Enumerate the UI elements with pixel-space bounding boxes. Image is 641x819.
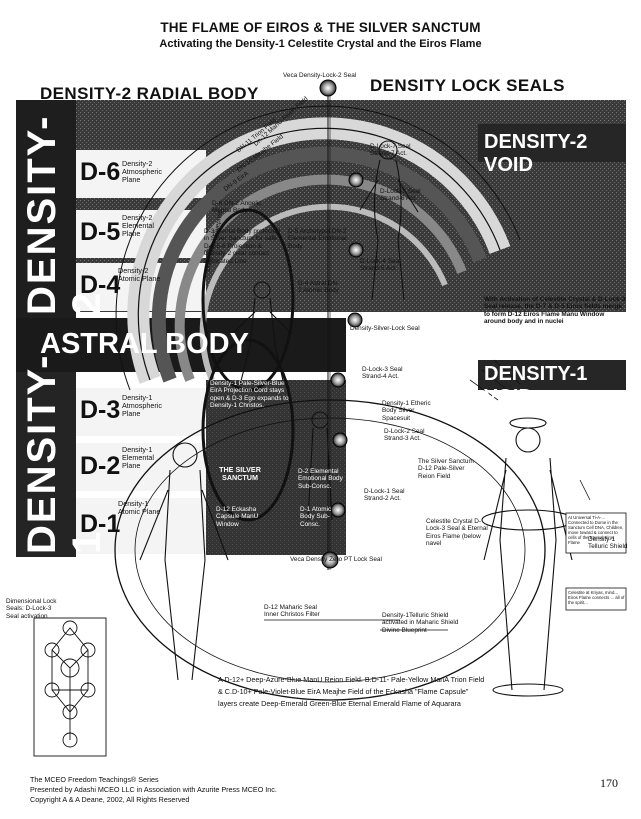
heading-d1-void: DENSITY-1 VOID <box>484 363 588 408</box>
note-d1atomic: D-1 Atomic Body Sub-Consc. <box>300 506 332 528</box>
plane-d1: Density-1 Atomic Plane <box>118 499 161 516</box>
note-lock2: D-Lock-2 Seal Strand-3 Act. <box>384 428 425 443</box>
plane-d2: Density-1 Elemental Plane <box>122 445 154 470</box>
note-dimensional: Dimensional Lock Seals: D-Lock-3 Seal ac… <box>6 598 57 620</box>
note-veca-zero: Veca Density Zero PT Lock Seal <box>290 556 382 563</box>
dim-d2: D-2 <box>80 452 121 480</box>
note-maharic: D-12 Maharic Seal Inner Christos Filter <box>264 604 320 619</box>
note-panel2: Celestite at Kriyas, mind... Eiros Flame… <box>568 590 625 605</box>
note-silver-sanctum: THE SILVER SANCTUM <box>219 465 261 482</box>
page-subtitle: Activating the Density-1 Celestite Cryst… <box>159 38 482 50</box>
note-dn5: D-5 Archetypal DN-2 Elemental Emotional … <box>288 228 347 250</box>
note-etheric: Density-1 Etheric Body Silver Spacesuit <box>382 400 431 422</box>
page-number: 170 <box>600 776 618 790</box>
heading-radial-body: DENSITY-2 RADIAL BODY <box>40 84 259 103</box>
note-lock3: D-Lock-3 Seal Strand-4 Act. <box>362 366 403 381</box>
note-telluric: Density-1 Telluric Shield <box>588 536 628 551</box>
note-lock7: D-Lock-7 Seal Strand-7 Act. <box>370 143 411 158</box>
heading-astral-body: ASTRAL BODY <box>40 328 249 360</box>
dim-d3: D-3 <box>80 396 121 424</box>
note-tshield: Density-1Telluric Shield activated in Ma… <box>382 612 459 634</box>
note-lock5: D-Lock-5 Seal Strand-6 Act. <box>380 188 421 203</box>
bottom-line-3: layers create Deep-Emerald Green-Blue Et… <box>218 699 461 708</box>
note-reion: The Silver Sanctum D-12 Pale-Silver Reio… <box>418 458 474 480</box>
dim-d5: D-5 <box>80 218 121 246</box>
dim-d6: D-6 <box>80 158 121 186</box>
dim-d1: D-1 <box>80 510 121 538</box>
note-veca-top: Veca Density-Lock-2 Seal <box>283 72 357 79</box>
dim-d4: D-4 <box>80 271 121 299</box>
bottom-line-1: A D-12+ Deep-Azure-Blue ManU Reion Field… <box>218 675 485 684</box>
heading-d2-void: DENSITY-2 VOID <box>484 131 588 176</box>
note-silver-lock: Density-Silver-Lock Seal <box>350 325 420 332</box>
note-dn6: D-6 DN-2 Angelic Mental Body <box>212 200 262 215</box>
heading-lock-seals: DENSITY LOCK SEALS <box>370 76 565 95</box>
plane-d5: Density-2 Elemental Plane <box>122 213 154 238</box>
note-pale: Density-1 Pale-Silver-Blue EirA Projecti… <box>210 380 289 410</box>
note-eckasha: D-12 Eckasha Capsule ManU Window <box>216 506 259 528</box>
note-lock1: D-Lock-1 Seal Strand-2 Act. <box>364 488 405 503</box>
note-lock4: D-Lock-4 Seal Strand-5 Act. <box>360 258 401 273</box>
note-panel: At Universal Ti-A-... Connected to Dome … <box>568 515 624 545</box>
plane-d3: Density-1 Atmospheric Plane <box>122 393 162 418</box>
bottom-line-2: & C.D-10+ Pale-Violet-Blue EirA Meajhe F… <box>218 687 469 696</box>
note-d2emo: D-2 Elemental Emotional Body Sub-Consc. <box>298 468 343 490</box>
footer-series: The MCEO Freedom Teachings® Series <box>30 775 159 784</box>
page-title: THE FLAME OF EIROS & THE SILVER SANCTUM <box>160 20 481 35</box>
note-d4astral: D-4 Astral DN-2 Atomic Body <box>298 280 340 295</box>
plane-d6: Density-2 Atmospheric Plane <box>122 159 162 184</box>
plane-d4: Density-2 Atomic Plane <box>118 266 161 283</box>
footer-copyright: Copyright A & A Deane, 2002, All Rights … <box>30 795 190 804</box>
note-celestite: Celestite Crystal D-Lock-3 Seal & Eterna… <box>426 518 488 548</box>
footer-presented: Presented by Adashi MCEO LLC in Associat… <box>30 785 277 794</box>
note-protected: D-3 Mental Body protected in Silver Sanc… <box>204 228 281 265</box>
note-activation: With Activation of Celestite Crystal & D… <box>484 296 626 326</box>
tree-of-life-icon <box>33 617 107 757</box>
